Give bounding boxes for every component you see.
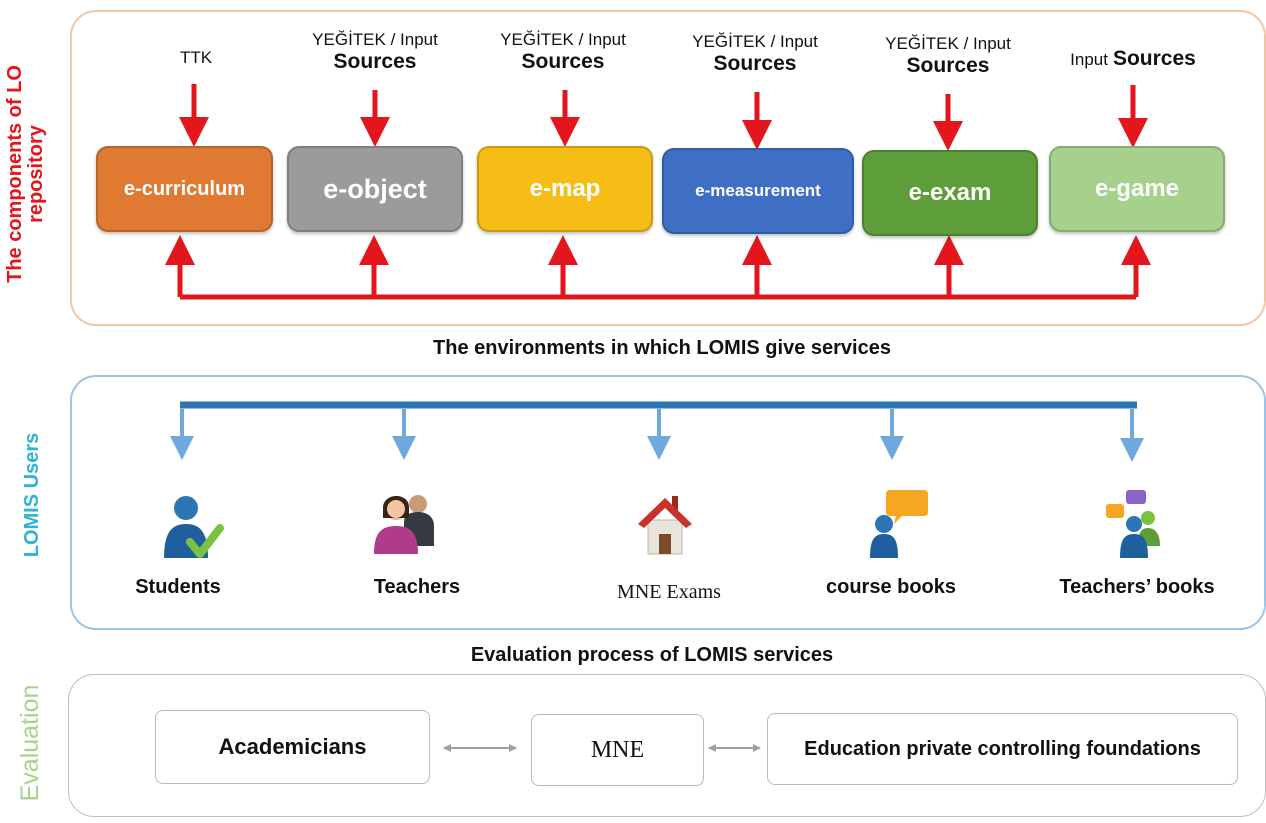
users-section: [70, 375, 1266, 630]
source-ttk: TTK: [179, 48, 213, 67]
users-side-label: LOMIS Users: [21, 432, 43, 558]
user-label-students: Students: [135, 576, 221, 598]
source-e-game: Input Sources: [1070, 47, 1196, 70]
source-e-object: YEĞİTEK / Input Sources: [312, 30, 438, 73]
e-measurement-box: e-measurement: [662, 148, 854, 234]
e-exam-box: e-exam: [862, 150, 1038, 236]
group-chat-icon: [1106, 490, 1160, 558]
e-object-box: e-object: [287, 146, 463, 232]
repository-side-label: The components of LO repository: [4, 65, 47, 283]
user-label-teachers-books: Teachers’ books: [1059, 576, 1215, 598]
e-game-box: e-game: [1049, 146, 1225, 232]
academicians-box: Academicians: [155, 710, 430, 784]
evaluation-side-label: Evaluation: [16, 684, 44, 802]
house-icon: [638, 496, 692, 555]
evaluation-caption: Evaluation process of LOMIS services: [470, 644, 834, 666]
feedback-bus: [165, 235, 1151, 300]
source-e-measurement: YEĞİTEK / Input Sources: [692, 32, 818, 75]
teachers-icon: [374, 495, 434, 554]
foundations-box: Education private controlling foundation…: [767, 713, 1238, 785]
user-label-mne-exams: MNE Exams: [617, 581, 721, 603]
user-label-course-books: course books: [825, 576, 957, 598]
student-check-icon: [164, 496, 224, 558]
person-speech-icon: [870, 490, 928, 558]
environments-caption: The environments in which LOMIS give ser…: [433, 337, 891, 359]
e-curriculum-box: e-curriculum: [96, 146, 273, 232]
source-e-exam: YEĞİTEK / Input Sources: [885, 34, 1011, 77]
source-e-map: YEĞİTEK / Input Sources: [500, 30, 626, 73]
user-label-teachers: Teachers: [373, 576, 461, 598]
e-map-box: e-map: [477, 146, 653, 232]
users-distribution: [170, 401, 1144, 462]
mne-box: MNE: [531, 714, 704, 786]
repository-section: [70, 10, 1266, 326]
source-arrows: [179, 84, 1148, 151]
